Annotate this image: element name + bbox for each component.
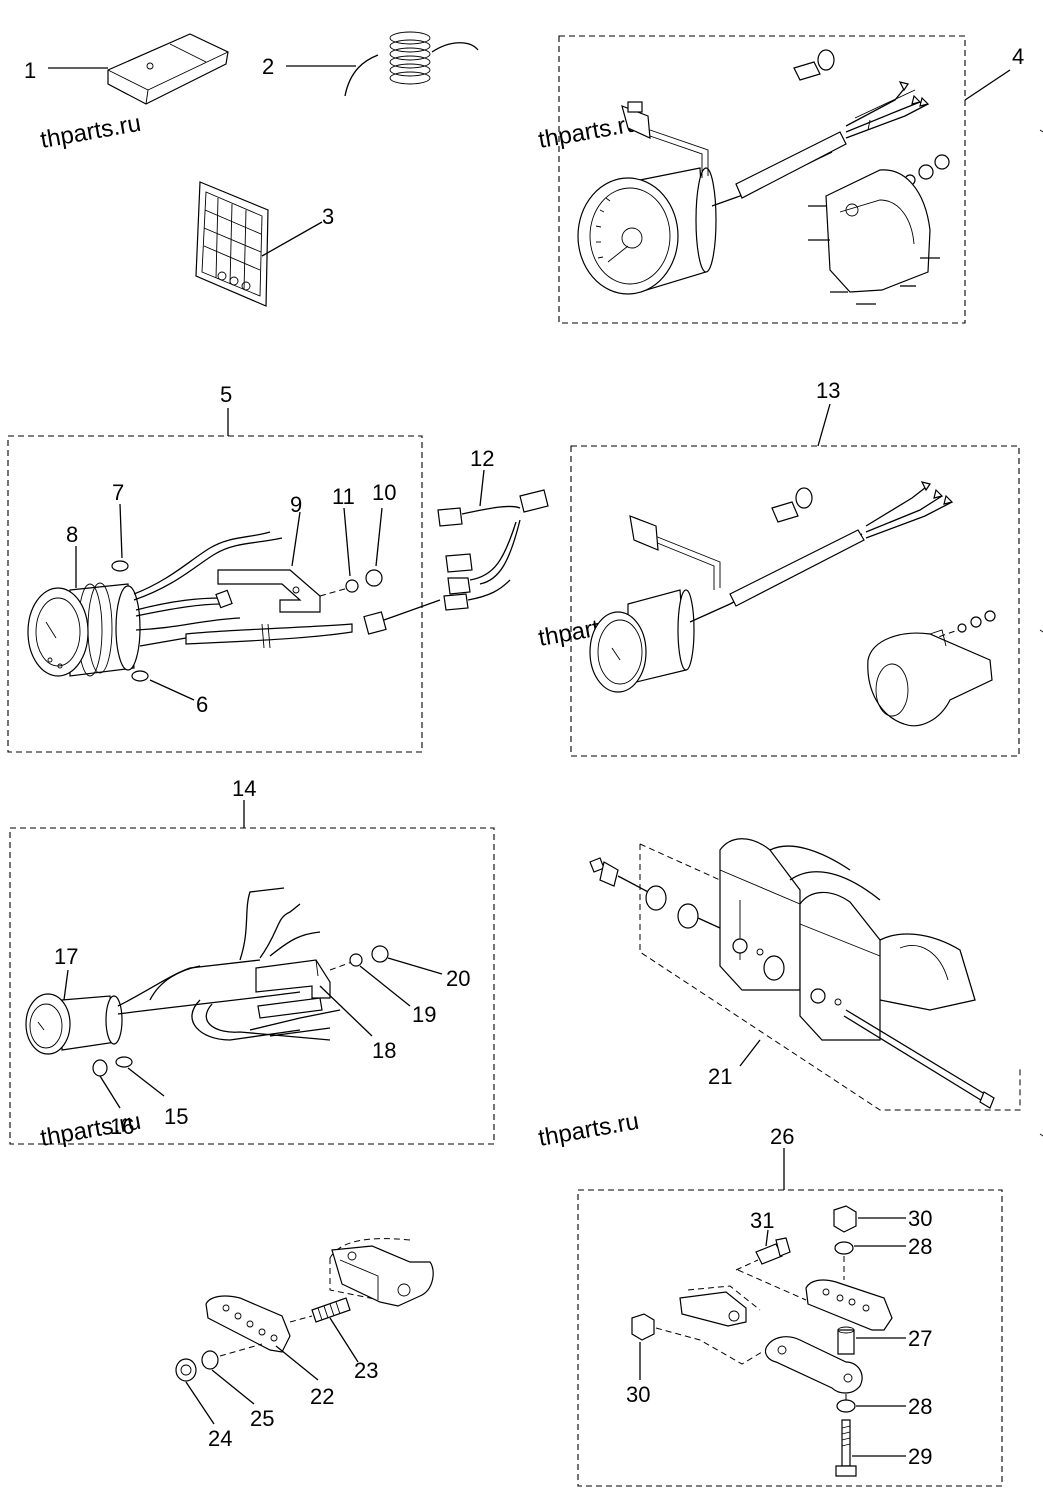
callout-27: 27 <box>908 1326 932 1351</box>
callout-4: 4 <box>1012 44 1024 69</box>
callout-13: 13 <box>816 378 840 403</box>
callout-1: 1 <box>24 58 36 83</box>
part-21-mounting: 21 <box>589 838 1021 1111</box>
callout-12: 12 <box>470 446 494 471</box>
callout-11: 11 <box>332 484 355 509</box>
callout-23: 23 <box>354 1358 378 1383</box>
callout-28a: 28 <box>908 1234 932 1259</box>
callout-16: 16 <box>110 1114 134 1139</box>
callout-28b: 28 <box>908 1394 932 1419</box>
callout-17: 17 <box>54 944 78 969</box>
callout-31: 31 <box>750 1208 774 1233</box>
callout-30a: 30 <box>908 1206 932 1231</box>
box-5-gauge-assembly: 5 8 9 11 <box>7 382 441 753</box>
callout-2: 2 <box>262 54 274 79</box>
callout-9: 9 <box>290 492 302 517</box>
part-12-harness: 12 <box>437 446 549 611</box>
callout-29: 29 <box>908 1444 932 1469</box>
callout-10: 10 <box>372 480 396 505</box>
callout-18: 18 <box>372 1038 396 1063</box>
callout-24: 24 <box>208 1426 232 1451</box>
box-4-tachometer-kit: 4 <box>558 35 1024 324</box>
callout-30b: 30 <box>626 1382 650 1407</box>
callout-20: 20 <box>446 966 470 991</box>
callout-25: 25 <box>250 1406 274 1431</box>
box-26-linkage-assembly: 26 31 30 28 27 <box>577 1124 1003 1487</box>
callout-5: 5 <box>220 382 232 407</box>
part-1-pouch: 1 <box>24 33 229 105</box>
callout-26: 26 <box>770 1124 794 1149</box>
callout-22: 22 <box>310 1384 334 1409</box>
box-14-meter-assembly: 14 17 18 19 20 <box>9 776 495 1145</box>
parts-22-25-bracket: 22 23 25 24 <box>175 1238 434 1451</box>
callout-6: 6 <box>196 692 208 717</box>
callout-14: 14 <box>232 776 256 801</box>
watermark-1: thparts.ru <box>38 110 143 154</box>
callout-19: 19 <box>412 1002 436 1027</box>
callout-21: 21 <box>708 1064 732 1089</box>
callout-3: 3 <box>322 204 334 229</box>
callout-15: 15 <box>164 1104 188 1129</box>
watermark-6: thparts.ru <box>536 1108 641 1152</box>
callout-7: 7 <box>112 480 124 505</box>
box-13-small-gauge-kit: 13 <box>570 378 1020 757</box>
callout-8: 8 <box>66 522 78 547</box>
part-2-wire-coil: 2 <box>262 31 479 97</box>
part-3-label-sheet: 3 <box>195 181 334 307</box>
